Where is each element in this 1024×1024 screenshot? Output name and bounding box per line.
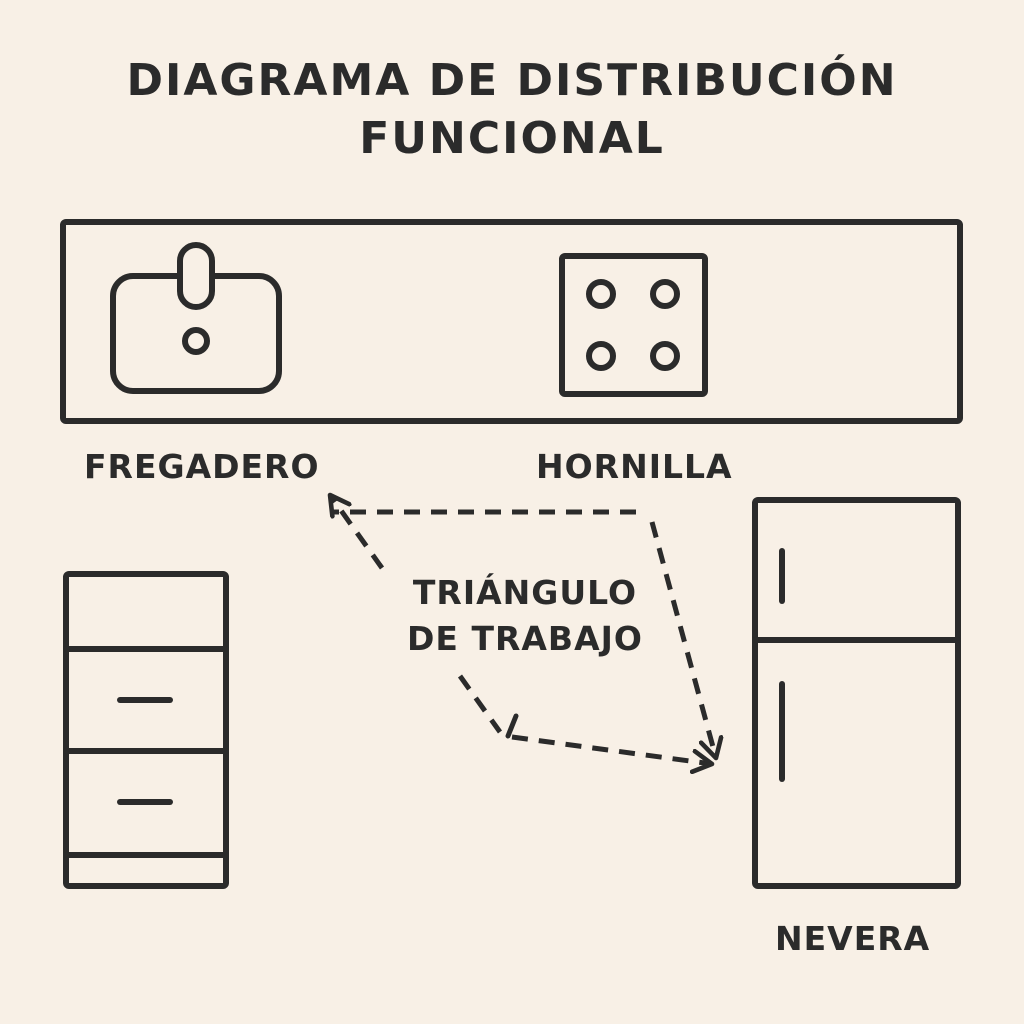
diagram-title: DIAGRAMA DE DISTRIBUCIÓN FUNCIONAL xyxy=(0,52,1024,168)
sink-label: FREGADERO xyxy=(84,447,320,486)
triangle-edge-lower-left xyxy=(457,674,503,734)
fridge-label: NEVERA xyxy=(775,919,931,958)
triangle-label-line-1: TRIÁNGULO xyxy=(412,573,638,612)
drawer-cabinet xyxy=(63,571,229,889)
triangle-label-line-2: DE TRABAJO xyxy=(407,619,643,658)
sink-icon xyxy=(110,242,282,394)
work-triangle xyxy=(330,495,716,764)
triangle-edge-right xyxy=(649,521,716,758)
triangle-edge-bottom xyxy=(511,734,712,764)
stove-icon xyxy=(559,253,708,397)
fridge-icon xyxy=(752,497,961,889)
work-triangle-label: TRIÁNGULO DE TRABAJO xyxy=(380,570,670,662)
countertop xyxy=(60,219,963,424)
triangle-arrow-to-sink xyxy=(330,495,385,570)
stove-label: HORNILLA xyxy=(536,447,733,486)
title-line-2: FUNCIONAL xyxy=(359,113,665,164)
title-line-1: DIAGRAMA DE DISTRIBUCIÓN xyxy=(126,55,898,106)
triangle-tick xyxy=(505,713,519,739)
